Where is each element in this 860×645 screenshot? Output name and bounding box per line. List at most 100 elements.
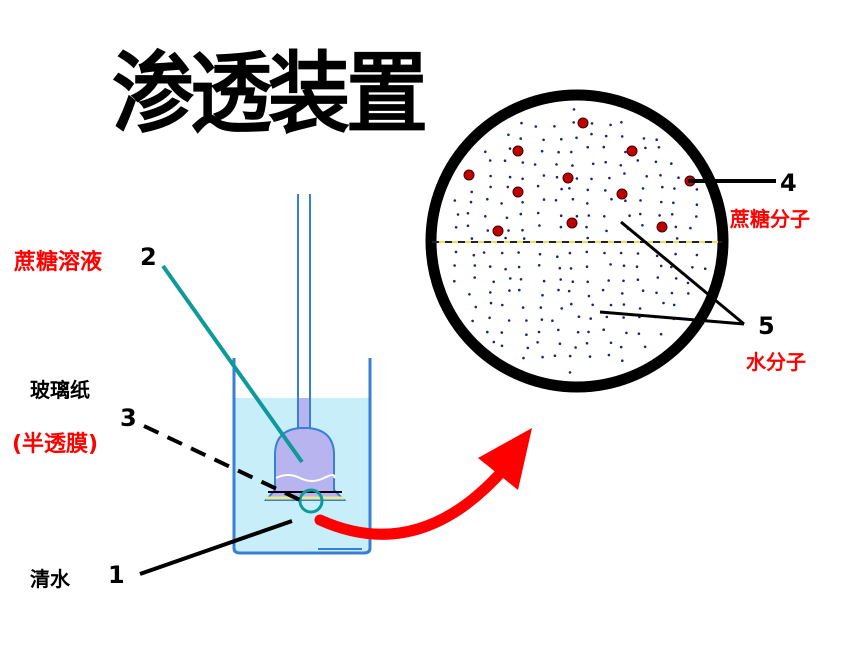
water-molecule-dot: [628, 214, 631, 217]
water-molecule-dot: [608, 176, 611, 180]
water-molecule-dot: [508, 289, 511, 292]
water-molecule-dot: [507, 229, 510, 232]
water-molecule-dot: [675, 237, 679, 240]
label-cellophane: 玻璃纸: [30, 378, 90, 402]
water-molecule-dot: [603, 215, 606, 218]
water-molecule-dot: [655, 291, 658, 295]
water-molecule-dot: [636, 252, 640, 255]
label-num-3: 3: [120, 404, 137, 432]
water-molecule-dot: [473, 276, 477, 279]
water-molecule-dot: [585, 250, 589, 254]
water-molecule-dot: [470, 190, 474, 194]
water-molecule-dot: [621, 359, 624, 363]
sucrose-molecule-dot: [656, 221, 668, 233]
water-molecule-dot: [657, 146, 661, 149]
water-molecule-dot: [466, 224, 470, 228]
water-molecule-dot: [689, 226, 692, 230]
water-molecule-dot: [674, 277, 678, 280]
water-molecule-dot: [655, 254, 659, 258]
label-semipermeable: (半透膜): [12, 432, 99, 457]
water-molecule-dot: [591, 303, 594, 307]
pointer-5a: [620, 220, 745, 326]
water-molecule-dot: [525, 333, 528, 337]
water-molecule-dot: [474, 305, 478, 309]
water-molecule-dot: [525, 319, 528, 322]
page-title: 渗透装置: [112, 42, 428, 147]
water-molecule-dot: [623, 172, 626, 175]
water-molecule-dot: [622, 264, 626, 268]
water-molecule-dot: [609, 303, 613, 307]
water-molecule-dot: [603, 251, 606, 255]
water-molecule-dot: [518, 288, 521, 292]
water-molecule-dot: [656, 276, 660, 279]
sucrose-molecule-dot: [577, 117, 589, 129]
water-molecule-dot: [695, 215, 698, 218]
water-molecule-dot: [670, 162, 673, 165]
water-molecule-dot: [519, 212, 523, 216]
water-molecule-dot: [571, 197, 575, 201]
water-molecule-dot: [484, 150, 487, 154]
water-molecule-dot: [469, 200, 473, 204]
water-molecule-dot: [505, 216, 509, 220]
water-molecule-dot: [575, 214, 579, 218]
water-molecule-dot: [572, 108, 576, 111]
water-molecule-dot: [636, 278, 640, 282]
water-molecule-dot: [466, 212, 470, 215]
water-molecule-dot: [542, 138, 545, 142]
water-molecule-dot: [624, 199, 627, 202]
water-molecule-dot: [572, 121, 575, 124]
label-num-4: 4: [780, 169, 797, 197]
water-molecule-dot: [591, 162, 595, 166]
water-molecule-dot: [468, 293, 471, 296]
pointer-2: [161, 264, 304, 464]
water-molecule-dot: [471, 319, 474, 323]
water-molecule-dot: [551, 319, 554, 323]
water-molecule-dot: [500, 202, 503, 205]
water-molecule-dot: [472, 253, 476, 257]
water-molecule-dot: [559, 225, 563, 229]
water-molecule-dot: [590, 132, 593, 136]
water-molecule-dot: [674, 225, 678, 229]
water-molecule-dot: [489, 185, 492, 189]
water-molecule-dot: [619, 345, 623, 349]
water-molecule-dot: [639, 212, 642, 216]
funnel: [263, 194, 347, 514]
water-molecule-dot: [590, 122, 594, 125]
water-molecule-dot: [536, 341, 539, 344]
water-molecule-dot: [553, 354, 557, 358]
water-molecule-dot: [557, 288, 560, 292]
water-molecule-dot: [672, 201, 675, 205]
sucrose-molecule-dot: [616, 188, 628, 200]
water-molecule-dot: [508, 175, 512, 179]
water-molecule-dot: [637, 332, 641, 336]
sucrose-molecule-dot: [512, 145, 524, 157]
water-molecule-dot: [659, 332, 663, 336]
solution-surface: [275, 474, 336, 482]
water-molecule-dot: [638, 307, 642, 310]
water-molecule-dot: [567, 289, 571, 293]
water-molecule-dot: [587, 294, 591, 298]
water-molecule-dot: [619, 164, 623, 167]
water-molecule-dot: [589, 317, 592, 320]
water-molecule-dot: [695, 188, 699, 191]
water-molecule-dot: [605, 229, 608, 233]
water-molecule-dot: [453, 279, 456, 283]
water-molecule-dot: [577, 315, 581, 319]
label-num-2: 2: [140, 243, 157, 271]
water-molecule-dot: [609, 123, 612, 127]
label-water-molecule: 水分子: [746, 350, 806, 374]
water-molecule-dot: [590, 177, 593, 181]
water-molecule-dot: [609, 341, 613, 345]
water-molecule-dot: [560, 137, 563, 141]
water-molecule-dot: [674, 252, 677, 256]
water-molecule-dot: [473, 264, 477, 267]
water-molecule-dot: [641, 289, 645, 293]
water-molecule-dot: [560, 307, 563, 310]
water-molecule-dot: [555, 175, 559, 179]
water-molecule-dot: [526, 346, 530, 350]
water-molecule-dot: [489, 301, 493, 305]
water-molecule-dot: [509, 277, 512, 280]
water-molecule-dot: [642, 137, 646, 140]
sucrose-molecule-dot: [512, 186, 524, 198]
water-molecule-dot: [558, 266, 562, 270]
